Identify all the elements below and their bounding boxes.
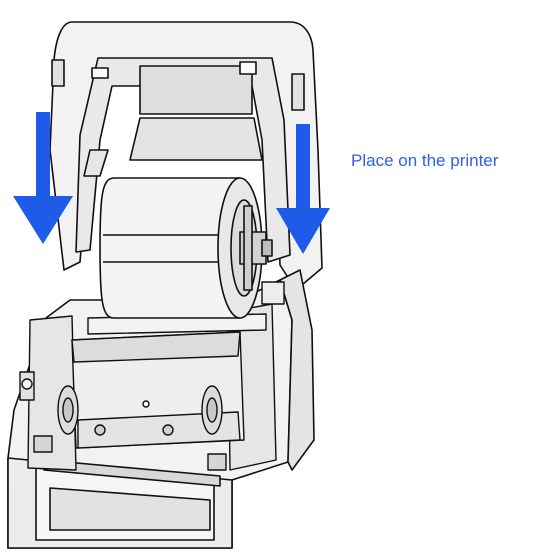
gear-right-icon bbox=[201, 385, 223, 435]
print-mechanism bbox=[19, 281, 285, 471]
right-down-arrow-icon bbox=[276, 124, 330, 254]
instruction-caption: Place on the printer bbox=[351, 151, 499, 170]
left-down-arrow-icon bbox=[13, 112, 73, 244]
printer-top-cover bbox=[49, 21, 323, 291]
label-roll-icon bbox=[99, 177, 273, 319]
gear-left-icon bbox=[57, 385, 79, 435]
